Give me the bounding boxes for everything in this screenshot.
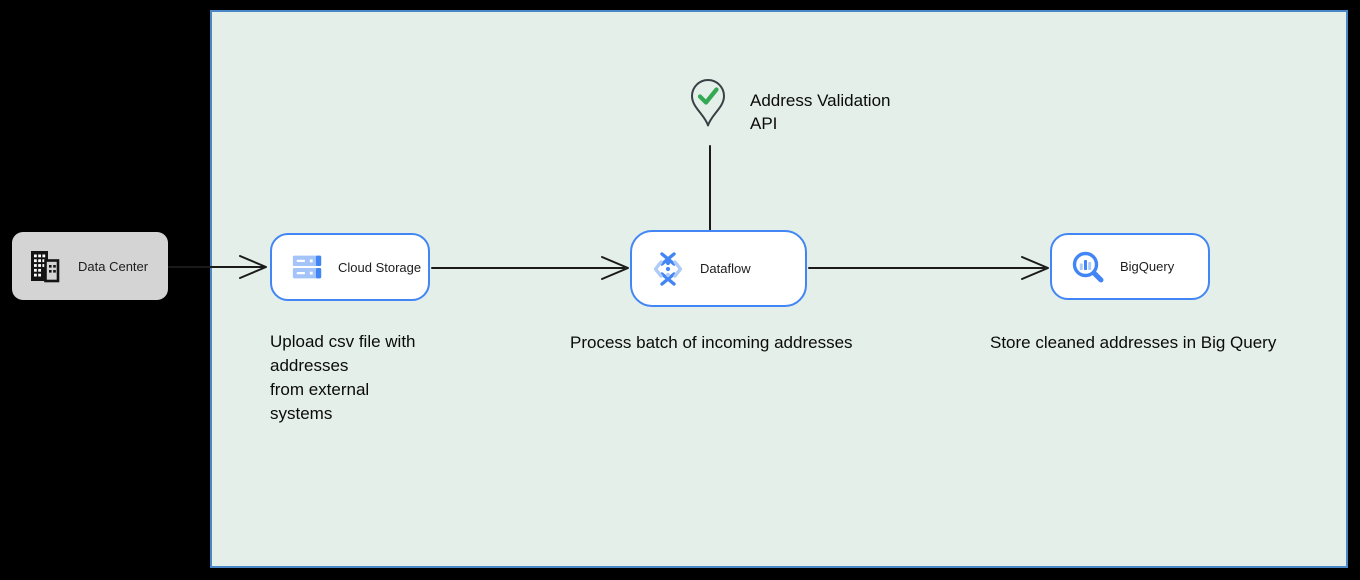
node-label: BigQuery [1120,259,1175,274]
node-data-center[interactable]: Data Center [12,232,168,300]
address-validation-line2: API [750,114,778,133]
caption-line: systems [270,404,333,423]
node-dataflow[interactable]: Dataflow [630,230,807,307]
node-bigquery[interactable]: BigQuery [1050,233,1210,300]
caption-dataflow: Process batch of incoming addresses [570,333,853,352]
caption-line: addresses [270,356,349,375]
dataflow-icon [653,251,683,286]
node-label: Cloud Storage [338,259,422,275]
building-icon [31,251,60,283]
node-cloud-storage[interactable]: Cloud Storage [270,233,430,301]
bigquery-icon [1072,251,1104,282]
cloud-storage-icon [292,255,322,279]
address-validation-line1: Address Validation [750,91,891,110]
pin-check-icon [691,79,725,127]
node-label: Dataflow [700,261,751,276]
caption-cloud-storage: Upload csv file with addresses from exte… [270,330,480,426]
caption-line: from external [270,380,370,399]
node-address-validation[interactable] [688,78,728,139]
node-label: Data Center [78,258,149,274]
caption-bigquery: Store cleaned addresses in Big Query [990,333,1277,352]
caption-line: Upload csv file with [270,332,416,351]
address-validation-label: Address Validation API [750,89,891,135]
